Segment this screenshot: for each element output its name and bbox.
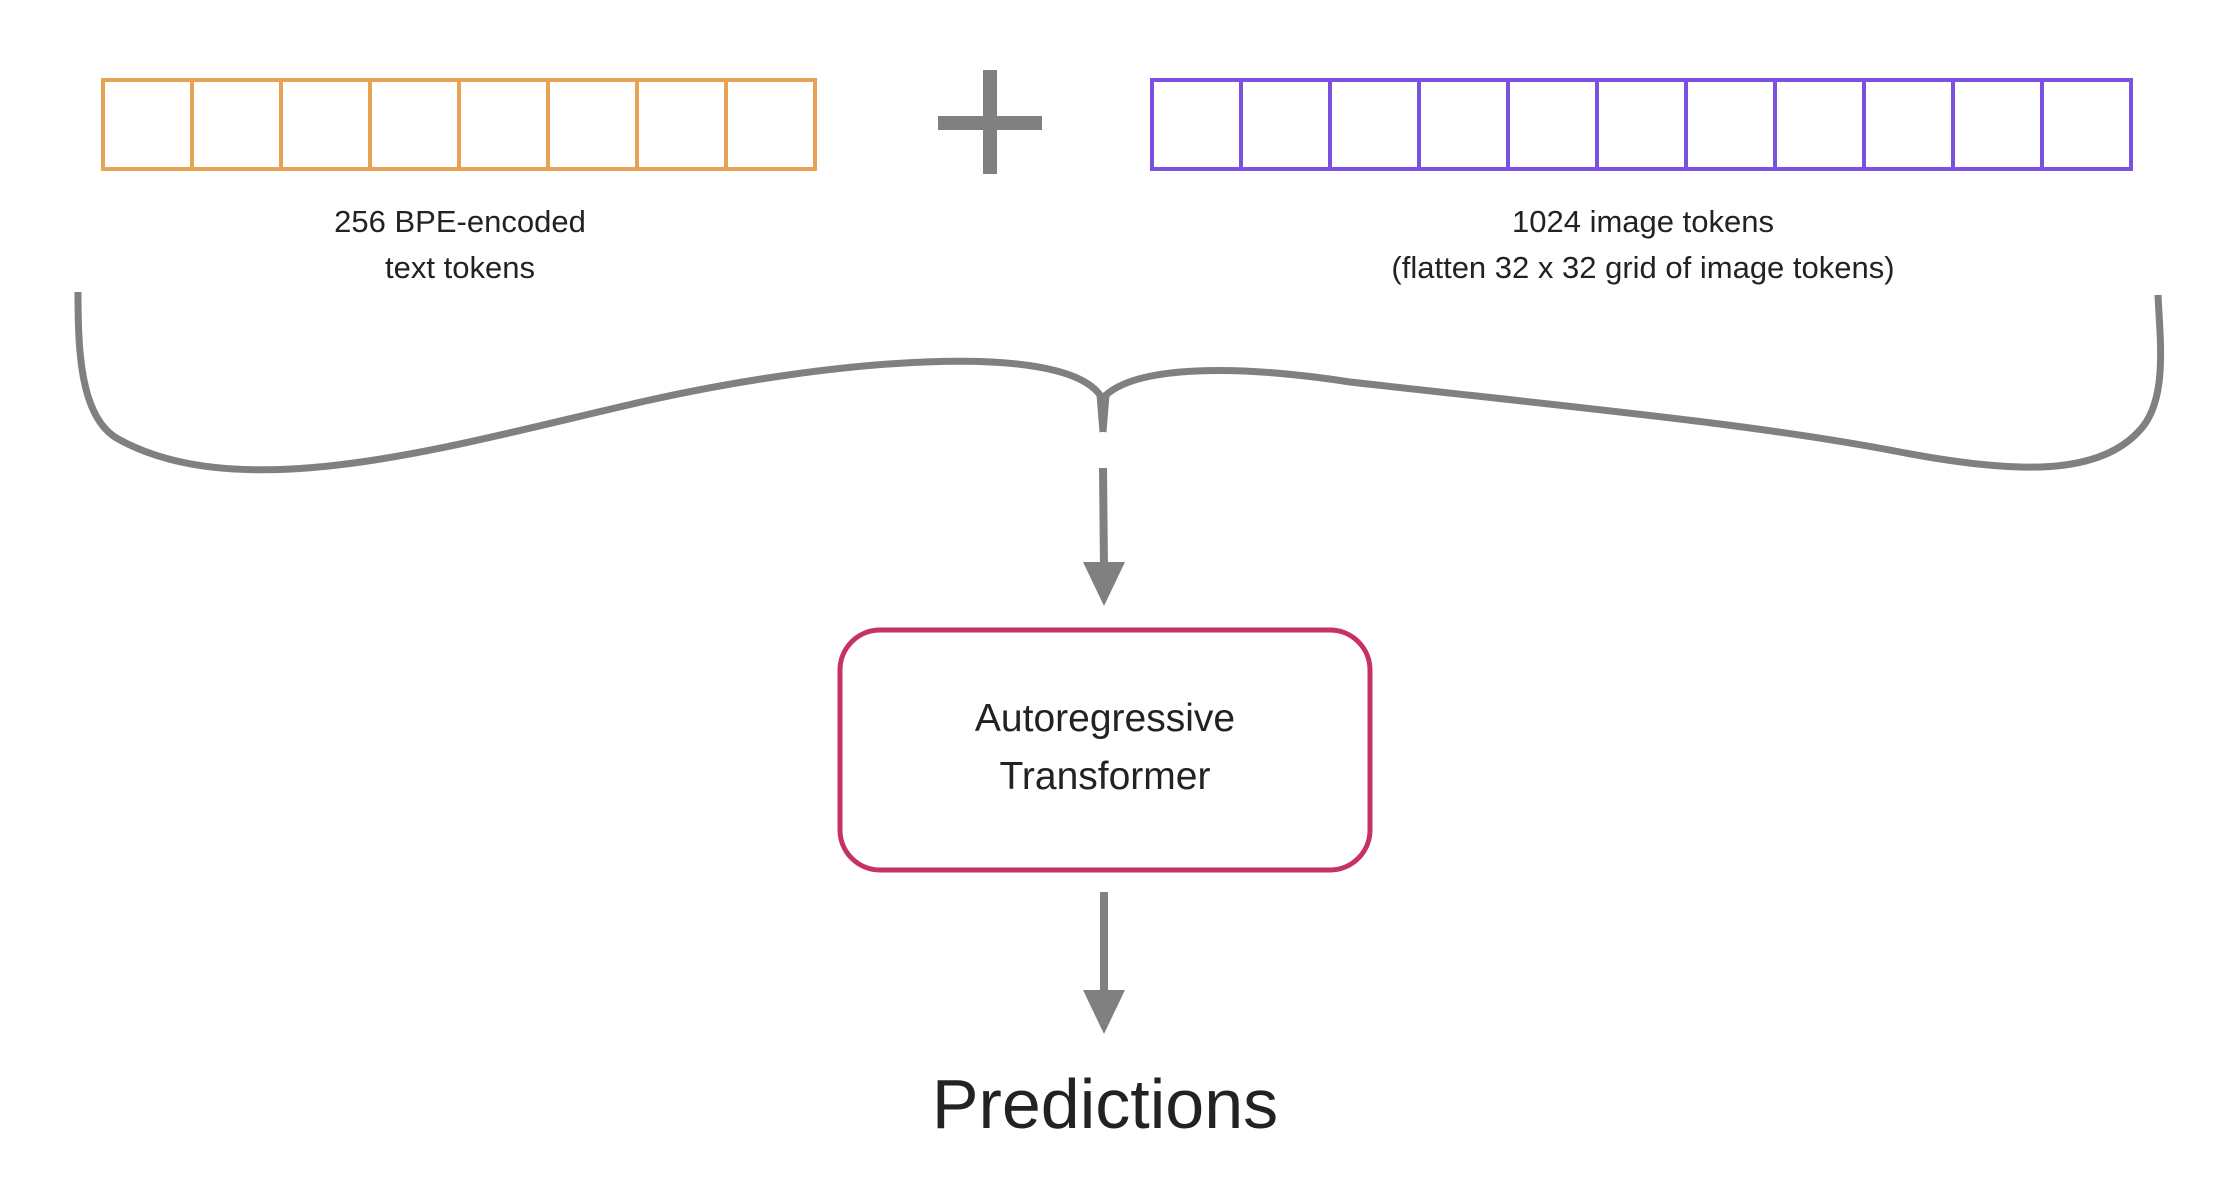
transformer-label-line1: Autoregressive [975,697,1235,740]
text-token-cell [368,78,461,171]
text-token-cell [635,78,728,171]
text-token-cell [457,78,550,171]
image-token-strip [1150,78,2133,171]
image-token-cell [1328,78,1421,171]
image-token-cell [1239,78,1332,171]
text-token-cell [279,78,372,171]
text-token-cell [190,78,283,171]
text-tokens-caption-line2: text tokens [385,250,535,285]
plus-icon [938,70,1042,174]
image-token-cell [1951,78,2044,171]
image-token-cell [1417,78,1510,171]
image-token-cell [1773,78,1866,171]
image-token-cell [1506,78,1599,171]
transformer-box [837,627,1373,873]
image-token-cell [1595,78,1688,171]
text-token-cell [101,78,194,171]
predictions-label: Predictions [932,1065,1278,1143]
arrow-to-transformer [1083,467,1125,606]
image-token-cell [1862,78,1955,171]
image-token-cell [1684,78,1777,171]
image-tokens-caption-line1: 1024 image tokens [1512,204,1774,239]
text-token-cell [724,78,817,171]
arrow-to-predictions [1083,892,1125,1034]
text-token-cell [546,78,639,171]
image-token-cell [1150,78,1243,171]
combine-brace [74,291,2165,474]
image-tokens-caption-line2: (flatten 32 x 32 grid of image tokens) [1391,250,1894,285]
transformer-label-line2: Transformer [1000,755,1211,798]
text-tokens-caption-line1: 256 BPE-encoded [334,204,586,239]
text-token-strip [101,78,817,171]
image-token-cell [2040,78,2133,171]
